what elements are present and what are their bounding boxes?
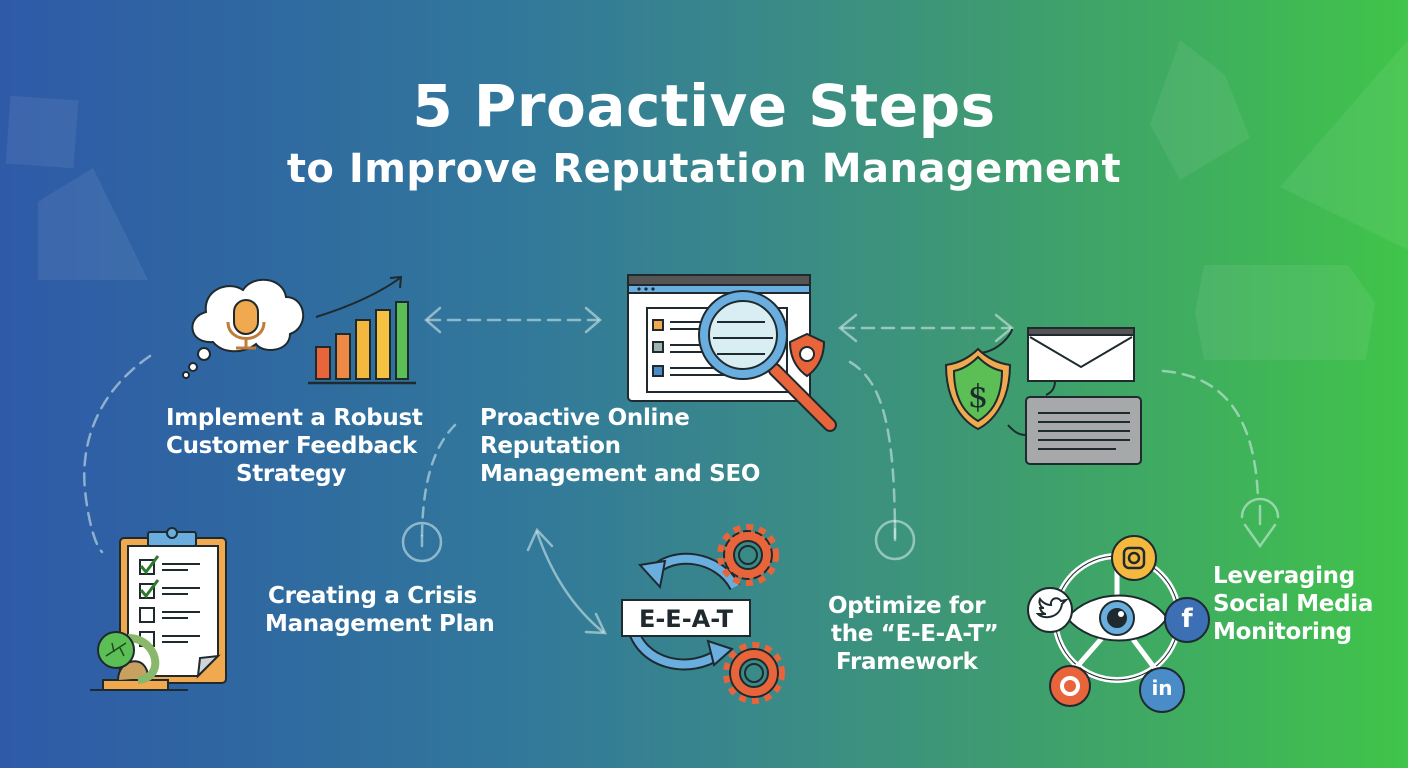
step-4-label: Creating a Crisis Management Plan bbox=[265, 583, 495, 637]
eeat-cycle-gears-icon bbox=[621, 524, 785, 704]
facebook-icon bbox=[1164, 597, 1210, 643]
browser-magnifier-icon bbox=[627, 274, 837, 432]
svg-text:$: $ bbox=[968, 377, 988, 415]
shield-dollar-email-icon: $ bbox=[944, 327, 1142, 465]
linkedin-glyph: in bbox=[1151, 676, 1173, 700]
facebook-glyph: f bbox=[1181, 604, 1193, 634]
step-1-label: Implement a Robust Customer Feedback Str… bbox=[166, 405, 423, 487]
clipboard-checklist-icon bbox=[90, 527, 227, 691]
instagram-icon bbox=[1111, 535, 1157, 581]
thought-bubble-microphone-icon bbox=[182, 278, 305, 379]
linkedin-icon bbox=[1139, 667, 1185, 713]
other-social-icon bbox=[1049, 665, 1091, 707]
social-media-network-icon bbox=[1027, 535, 1210, 713]
step-6-label: Leveraging Social Media Monitoring bbox=[1213, 563, 1374, 645]
growth-bar-chart-icon bbox=[308, 275, 416, 385]
twitter-icon bbox=[1027, 587, 1073, 633]
bg-shape bbox=[1195, 265, 1375, 360]
page-title: 5 Proactive Steps bbox=[412, 72, 996, 140]
eeat-badge: E-E-A-T bbox=[638, 605, 734, 633]
page-subtitle: to Improve Reputation Management bbox=[286, 146, 1122, 192]
step-5-label: Optimize for the “E-E-A-T” Framework bbox=[828, 593, 999, 675]
step-2-label: Proactive Online Reputation Management a… bbox=[480, 405, 761, 487]
